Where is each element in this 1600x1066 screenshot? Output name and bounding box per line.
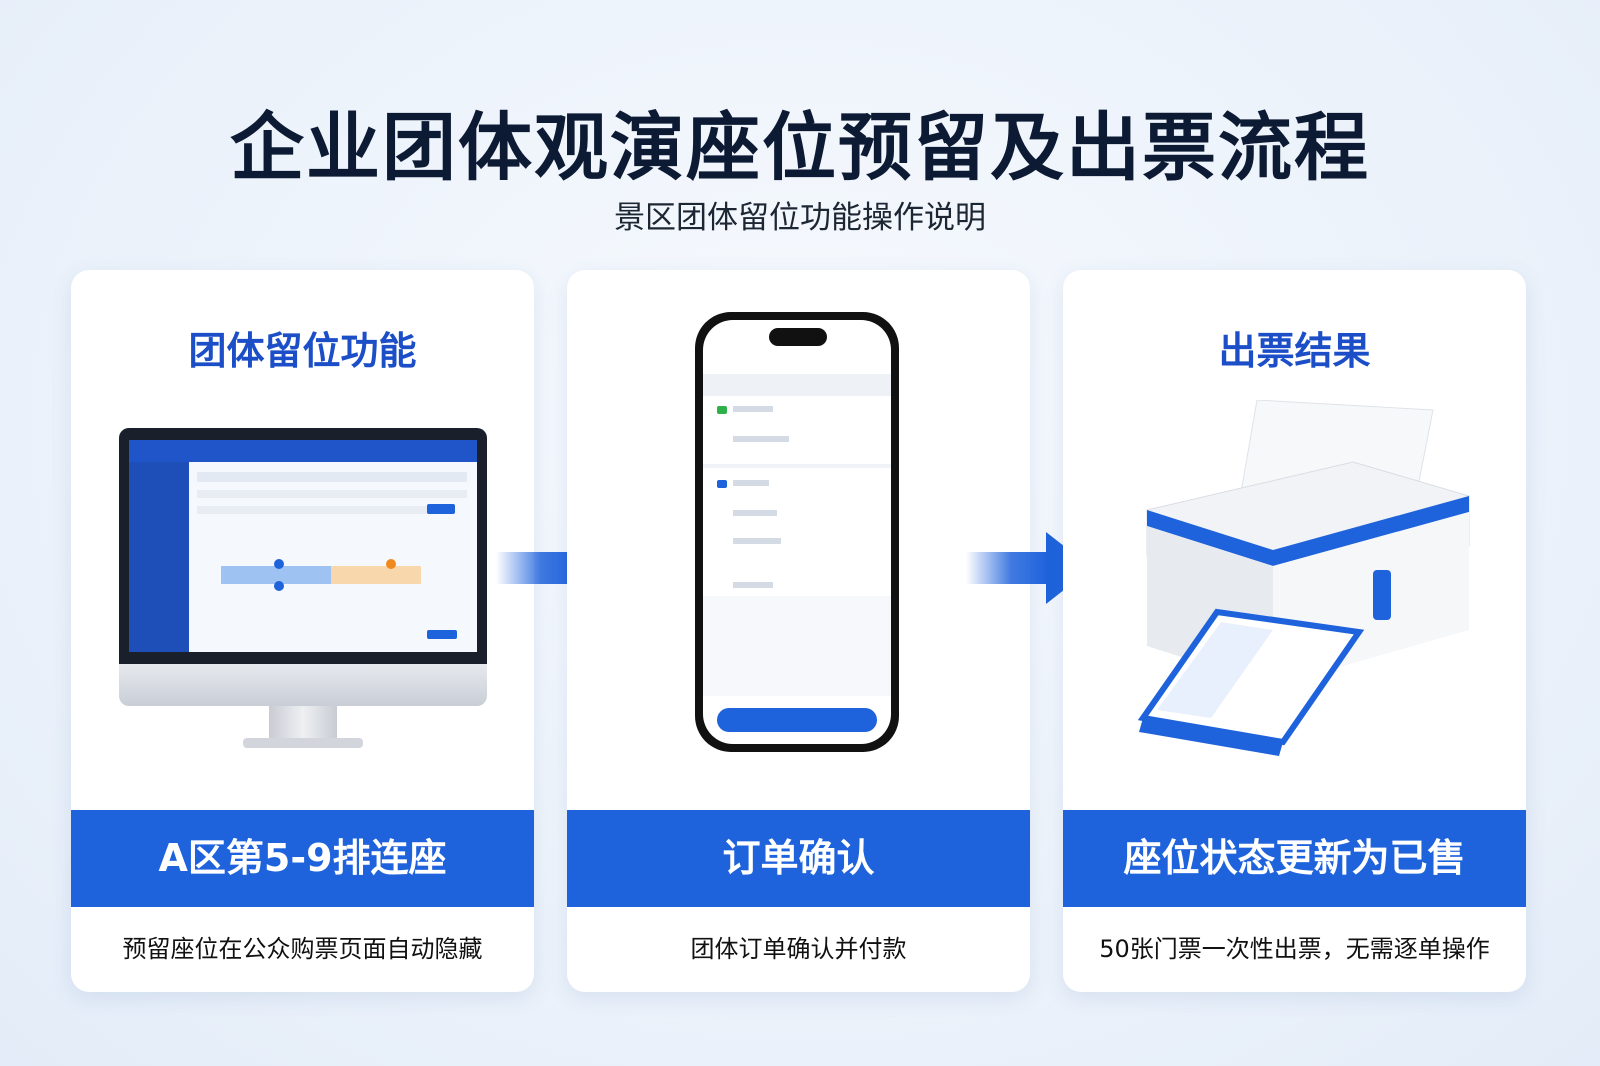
printer-illustration xyxy=(1137,400,1470,756)
step-1-heading: 团体留位功能 xyxy=(188,329,417,373)
page-title: 企业团体观演座位预留及出票流程 xyxy=(230,105,1370,191)
step-3-band: 座位状态更新为已售 xyxy=(1063,810,1526,907)
monitor-illustration xyxy=(71,270,534,810)
step-2-description: 团体订单确认并付款 xyxy=(690,935,907,963)
step-1-band: A区第5-9排连座 xyxy=(71,810,534,907)
step-card-3: 出票结果 座位状态更新为已售 50张门票一次性出票，无需逐单操作 xyxy=(1063,270,1526,992)
page-subtitle: 景区团体留位功能操作说明 xyxy=(614,200,986,236)
step-1-description: 预留座位在公众购票页面自动隐藏 xyxy=(122,935,483,963)
step-card-1: 团体留位功能 xyxy=(71,270,534,992)
step-3-heading: 出票结果 xyxy=(1218,329,1371,373)
step-card-2: 订单确认 团体订单确认并付款 xyxy=(567,270,1030,992)
step-2-band: 订单确认 xyxy=(567,810,1030,907)
phone-illustration xyxy=(567,270,1030,810)
step-3-description: 50张门票一次性出票，无需逐单操作 xyxy=(1099,935,1490,963)
